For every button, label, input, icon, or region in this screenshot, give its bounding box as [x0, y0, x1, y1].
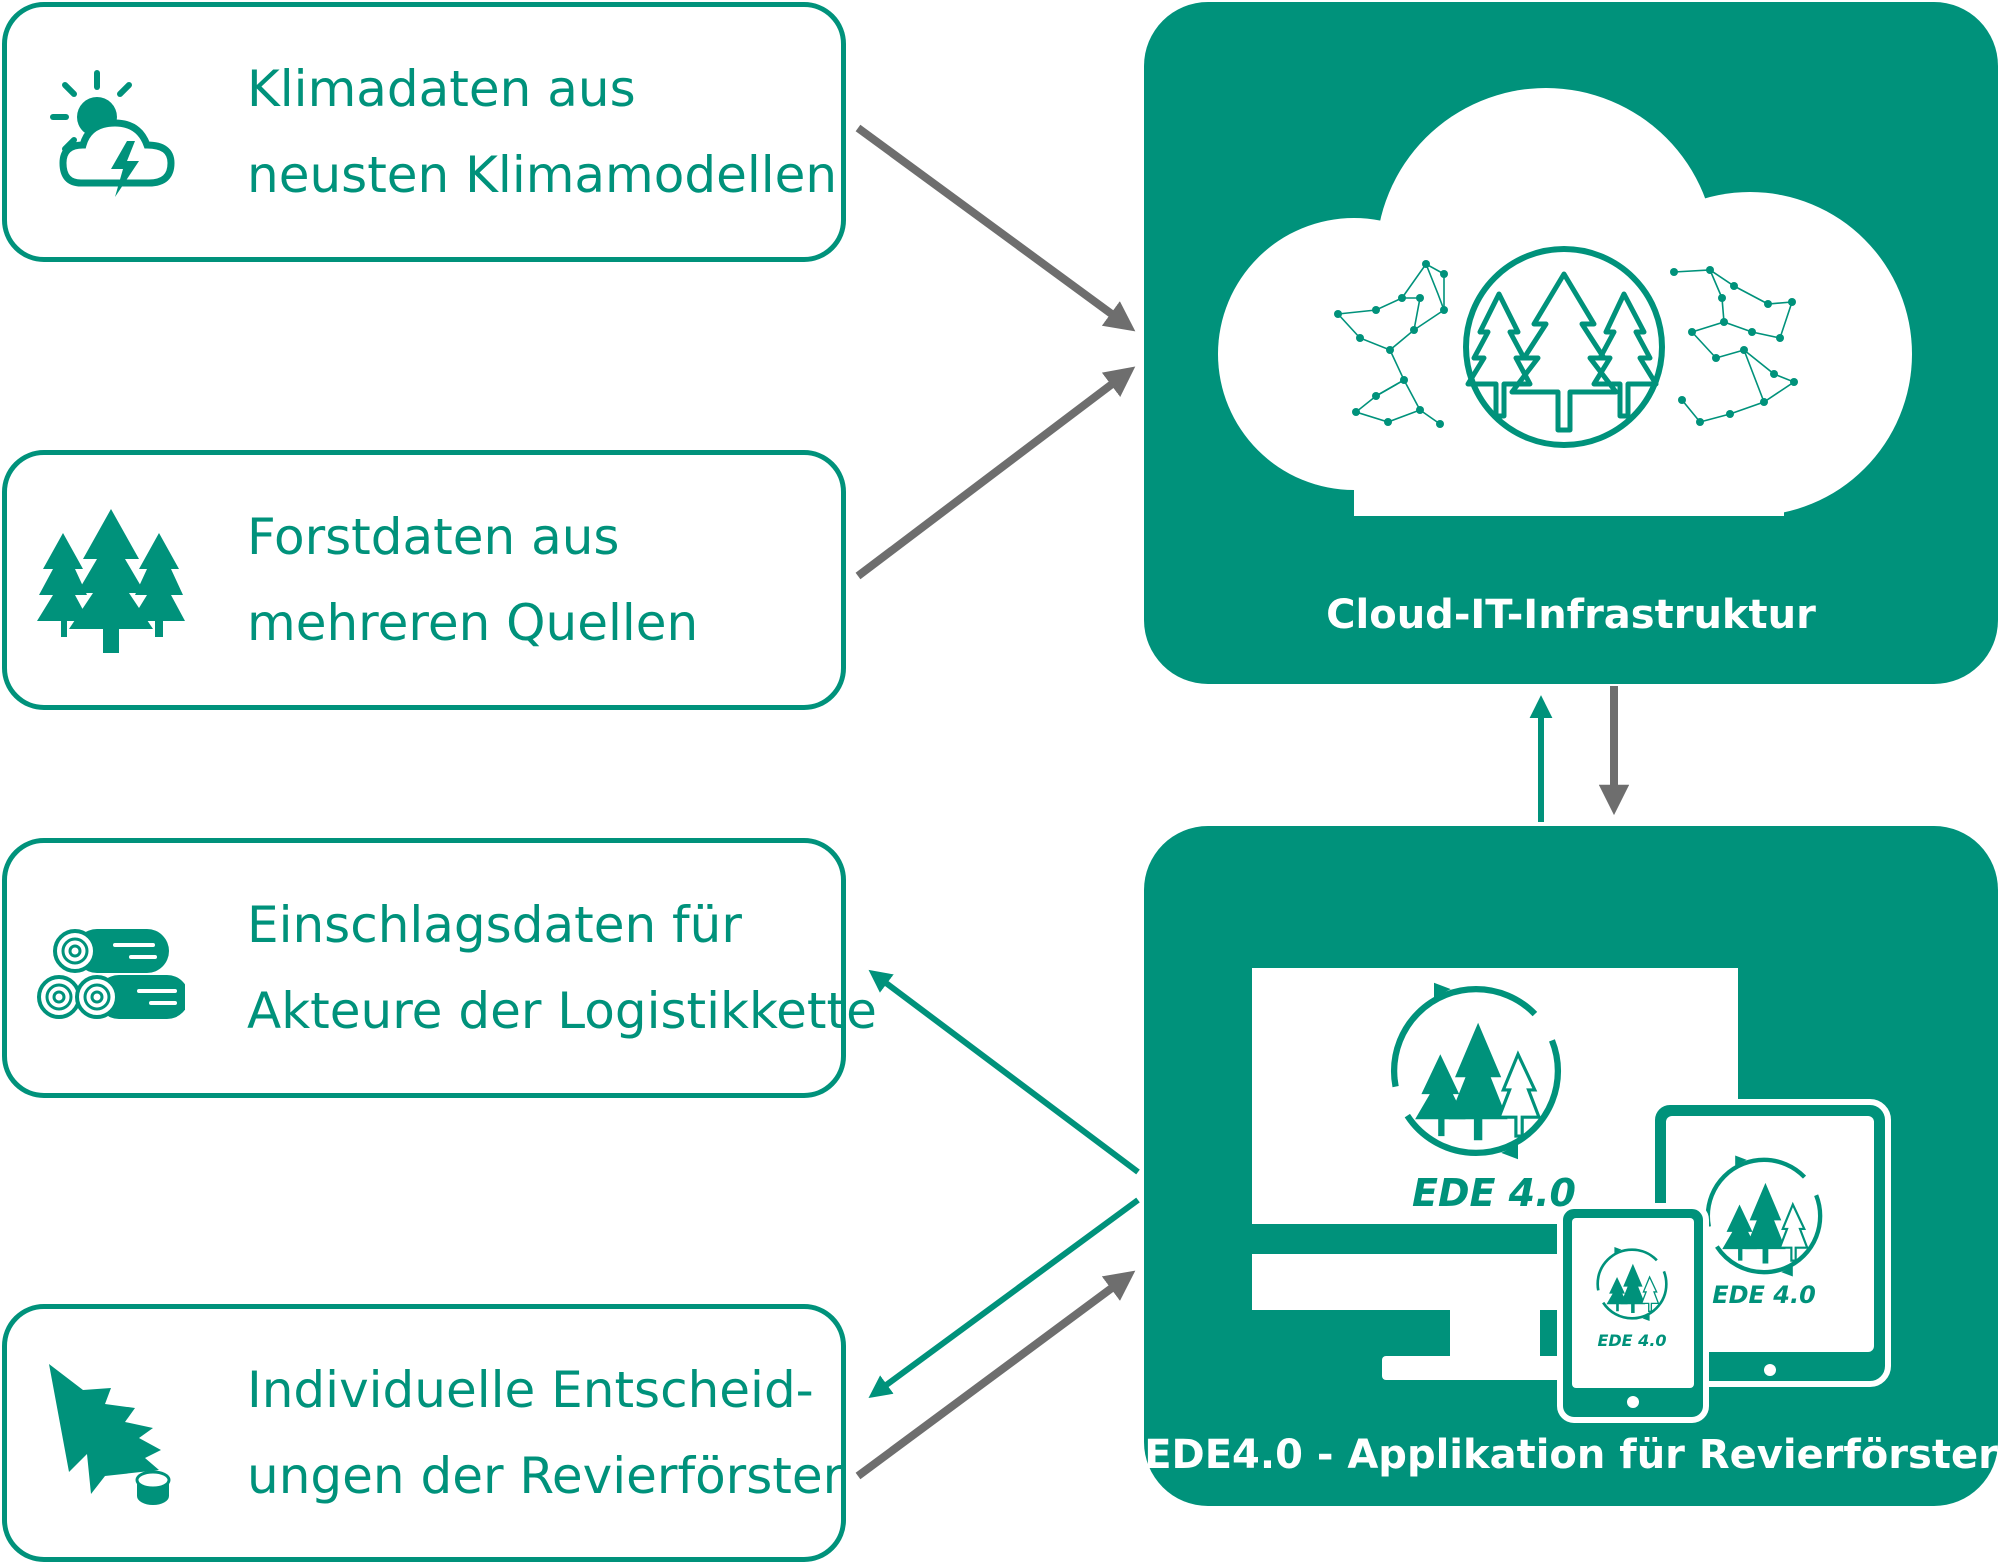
source-line-1: Klimadaten aus — [247, 60, 636, 118]
logs-icon — [37, 929, 185, 1019]
source-box-klimadaten: Klimadaten aus neusten Klimamodellen — [2, 2, 846, 262]
ede-logo-text-tablet: EDE 4.0 — [1712, 1281, 1816, 1309]
source-text: Forstdaten aus mehreren Quellen — [247, 455, 698, 705]
arrow-app-to-entscheidungen — [868, 1197, 1140, 1399]
source-line-1: Forstdaten aus — [247, 508, 620, 566]
app-panel-title: EDE4.0 - Applikation für Revierförster — [1144, 1432, 1998, 1478]
source-box-einschlagsdaten: Einschlagsdaten für Akteure der Logistik… — [2, 838, 877, 1098]
source-box-entscheidungen: Individuelle Entscheid- ungen der Revier… — [2, 1304, 846, 1562]
source-line-2: mehreren Quellen — [247, 594, 699, 652]
arrow-klima-to-cloud — [855, 124, 1136, 332]
source-text: Klimadaten aus neusten Klimamodellen — [247, 7, 837, 257]
devices-illustration: EDE 4.0 EDE 4.0 EDE 4.0 — [1252, 968, 1891, 1423]
ede-logo-text-phone: EDE 4.0 — [1597, 1331, 1666, 1350]
source-line-1: Individuelle Entscheid- — [247, 1361, 814, 1419]
felled-tree-icon — [49, 1364, 171, 1505]
weather-sun-cloud-lightning-icon — [50, 70, 175, 197]
arrow-forst-to-cloud — [855, 366, 1136, 580]
arrow-entscheidungen-to-app — [855, 1270, 1136, 1480]
source-text: Einschlagsdaten für Akteure der Logistik… — [247, 843, 877, 1093]
source-line-1: Einschlagsdaten für — [247, 896, 742, 954]
cloud-forest-network-icon — [1218, 88, 1912, 516]
source-text: Individuelle Entscheid- ungen der Revier… — [247, 1309, 843, 1557]
application-panel: EDE 4.0 EDE 4.0 EDE 4.0 EDE4.0 - Applika… — [1144, 826, 1998, 1506]
source-line-2: Akteure der Logistikkette — [247, 982, 877, 1040]
source-box-forstdaten: Forstdaten aus mehreren Quellen — [2, 450, 846, 710]
cloud-infrastructure-panel: Cloud-IT-Infrastruktur — [1144, 2, 1998, 684]
ede-logo-text: EDE 4.0 — [1412, 1171, 1576, 1215]
forest-trees-icon — [37, 509, 185, 653]
source-line-2: neusten Klimamodellen — [247, 146, 838, 204]
cloud-panel-title: Cloud-IT-Infrastruktur — [1326, 592, 1816, 638]
source-line-2: ungen der Revierförster — [247, 1447, 844, 1505]
arrow-app-to-einschlag — [868, 969, 1140, 1175]
